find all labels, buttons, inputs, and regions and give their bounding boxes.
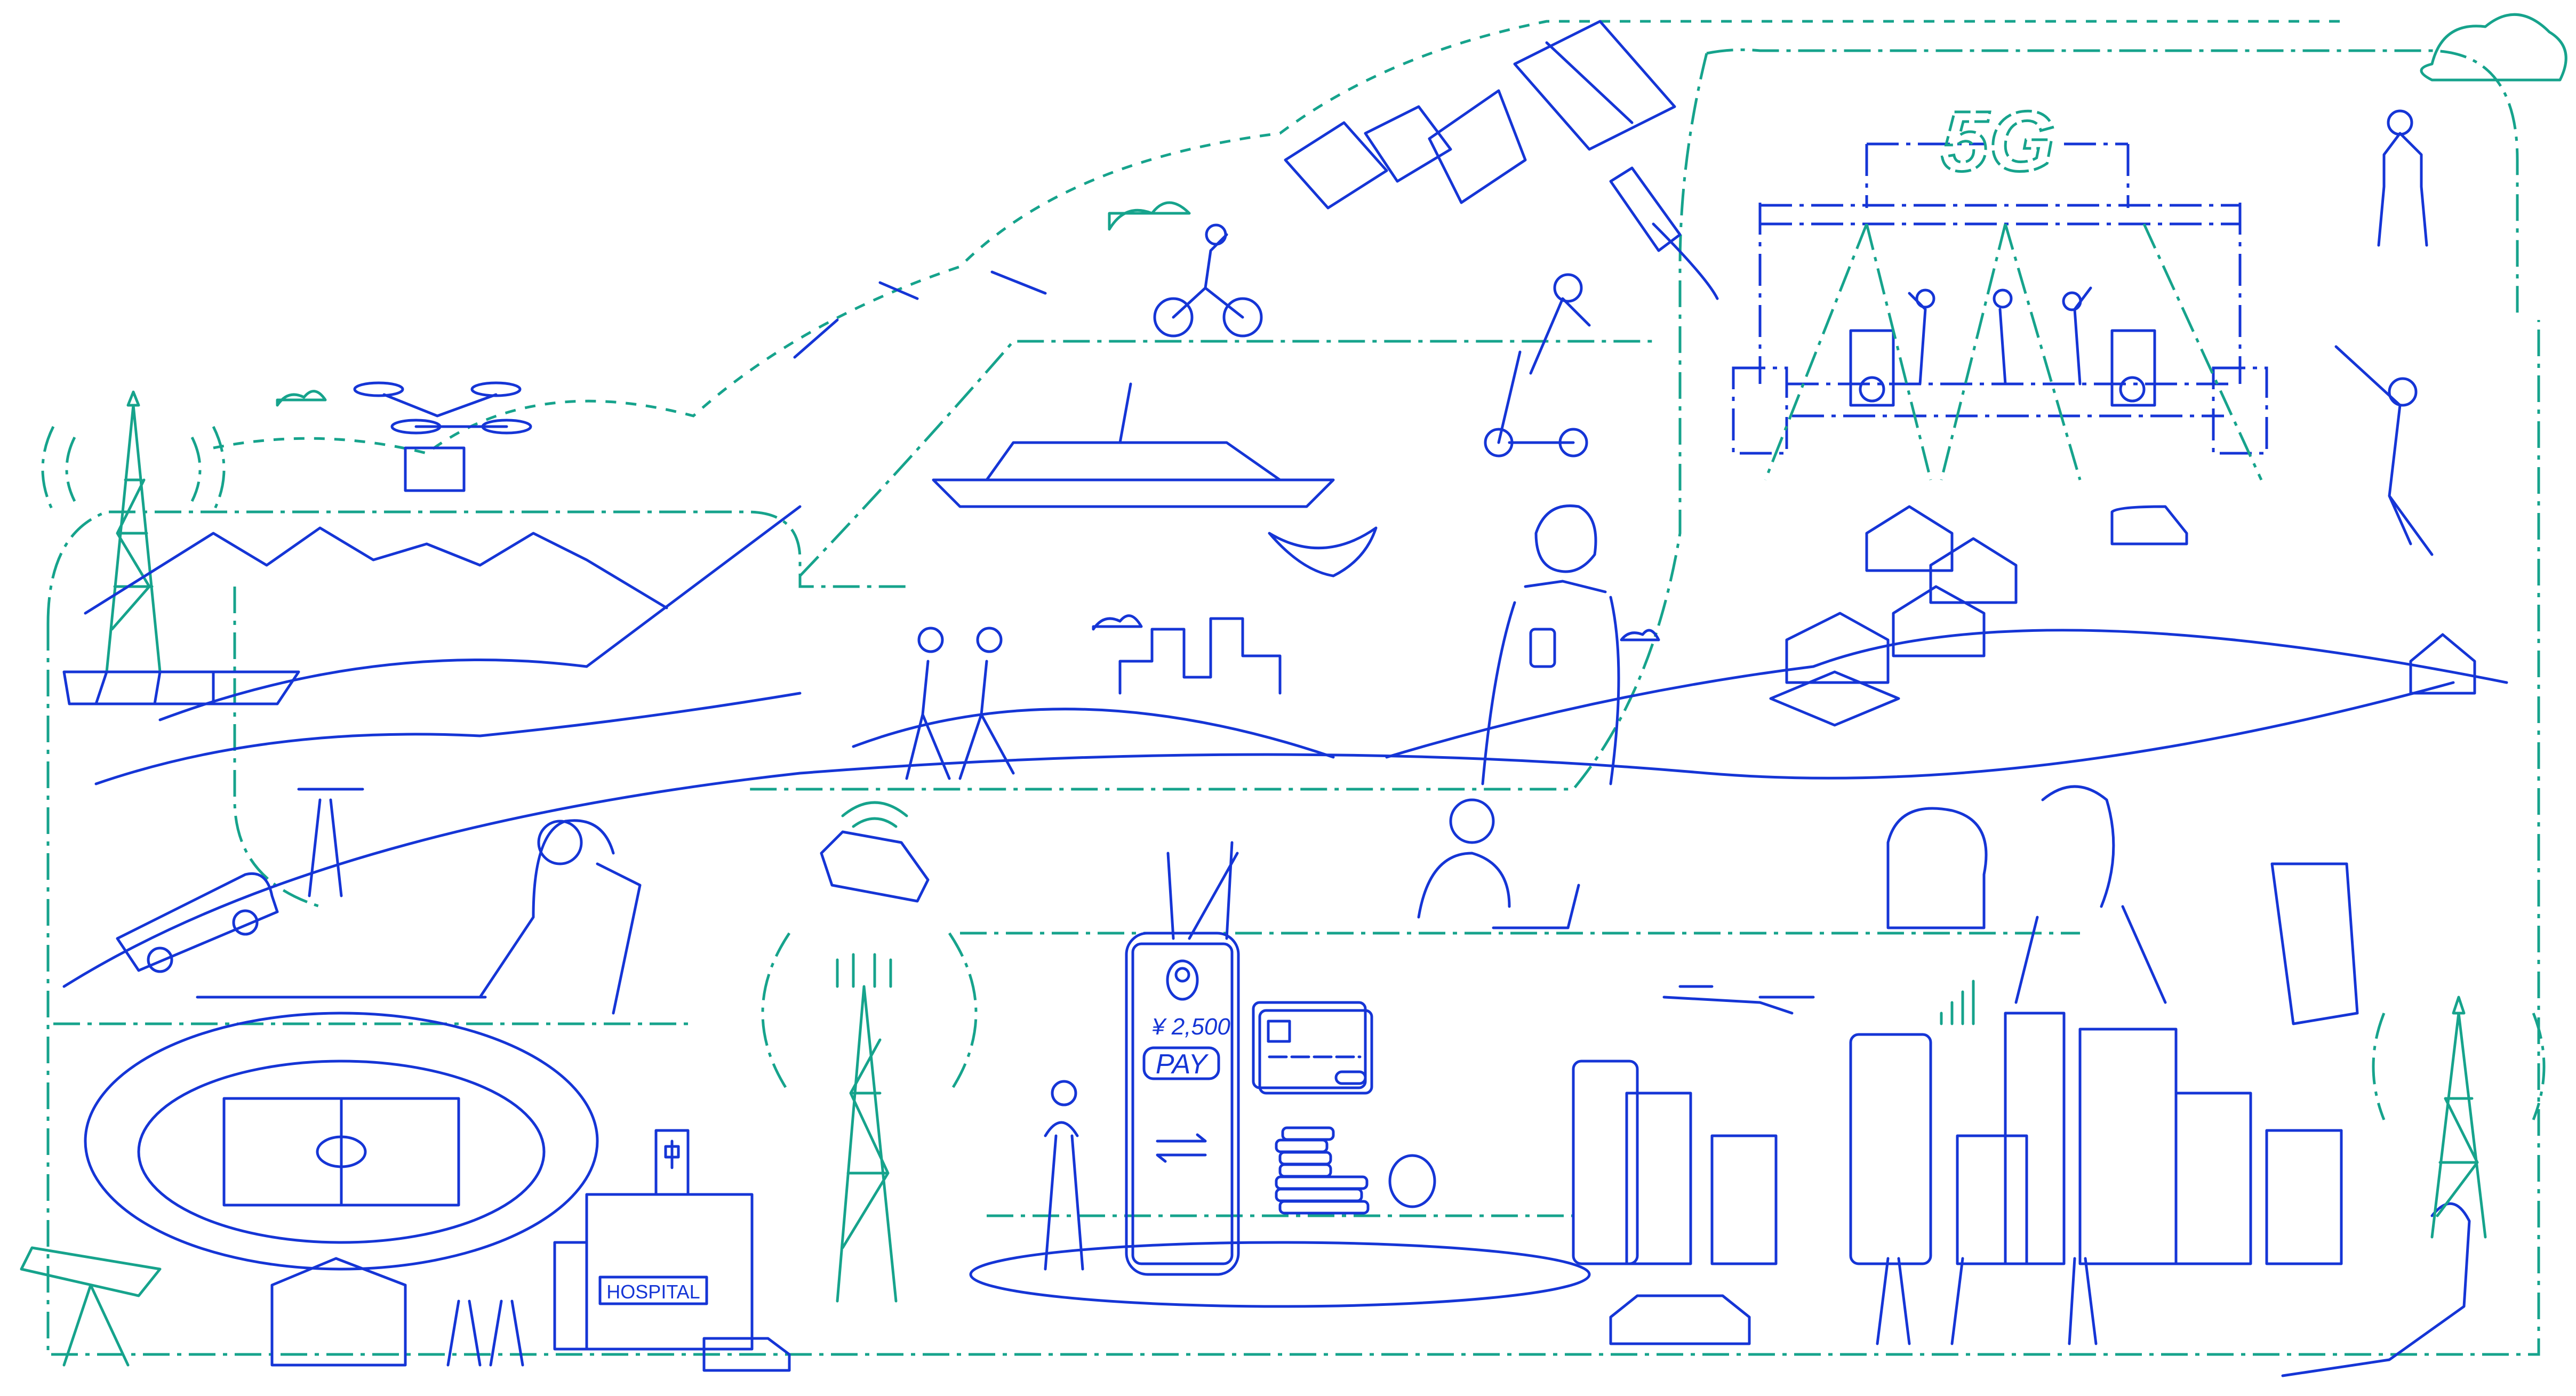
- woman-with-phone: [1481, 504, 1620, 785]
- delivery-drone: [353, 381, 532, 492]
- ambulance: [702, 1337, 791, 1372]
- couple-on-phone: [1166, 841, 1239, 940]
- credit-card: [1252, 1001, 1373, 1095]
- cell-tower-right: [2372, 996, 2546, 1239]
- tablet-hand: [2270, 862, 2359, 1025]
- clouds: [276, 13, 2567, 641]
- whale: [1268, 526, 1378, 577]
- jumping-person: [2334, 345, 2434, 556]
- wifi-icon: [841, 801, 908, 828]
- hospital-building: HOSPITAL: [553, 1129, 754, 1351]
- joggers: [905, 660, 1015, 780]
- satellite: [1284, 20, 1676, 210]
- house: [270, 1257, 407, 1367]
- taxi: [1609, 1294, 1751, 1345]
- platform: [969, 1241, 1591, 1308]
- woman-in-armchair: [1886, 807, 1988, 929]
- drone-over-city: [1662, 985, 1815, 1015]
- concert-stage: 5G: [1732, 92, 2268, 481]
- hand-holding-phone: [1609, 166, 1719, 300]
- mountains: [62, 505, 2508, 988]
- hospital-sign: HOSPITAL: [606, 1281, 700, 1303]
- small-satellite: [793, 270, 1047, 359]
- city-skyline: [1118, 617, 1282, 695]
- cell-tower-left: [41, 390, 226, 673]
- payment-phone: ¥ 2,500 PAY: [1125, 932, 1240, 1276]
- connected-car: [820, 830, 930, 903]
- walking-people: [446, 1299, 524, 1367]
- woman-sitting-with-coffee: [2281, 1202, 2471, 1377]
- farmer-with-tablet: [297, 788, 364, 897]
- 5g-sign: 5G: [1941, 93, 2055, 189]
- pay-button-label: PAY: [1156, 1049, 1209, 1080]
- woman-with-glasses: [2014, 785, 2167, 1004]
- signal-bars-icon: [1940, 980, 1975, 1025]
- payment-amount: ¥ 2,500: [1152, 1014, 1230, 1040]
- bus: [116, 872, 279, 973]
- van: [2110, 505, 2188, 545]
- houses-village: [1769, 505, 2476, 727]
- scooter-rider: [1484, 273, 1591, 458]
- circuit-paths: [46, 20, 2540, 1356]
- coin-stack: [1275, 1126, 1436, 1215]
- man-with-phone: [478, 819, 642, 1015]
- stadium: [84, 996, 599, 1271]
- man-with-laptop: [1417, 852, 1580, 929]
- woman-standing-with-phone: [1044, 1121, 1084, 1271]
- pay-button[interactable]: PAY: [1142, 1046, 1220, 1080]
- solar-panels: [62, 670, 300, 705]
- cell-tower-middle: [761, 932, 978, 1303]
- city-buildings: [1572, 1012, 2343, 1265]
- yacht: [932, 382, 1335, 508]
- satellite-dish: [20, 1246, 162, 1367]
- cyclist: [1153, 223, 1263, 338]
- pedestrians: [1876, 1257, 2098, 1345]
- person-sitting-top-right: [2377, 132, 2428, 247]
